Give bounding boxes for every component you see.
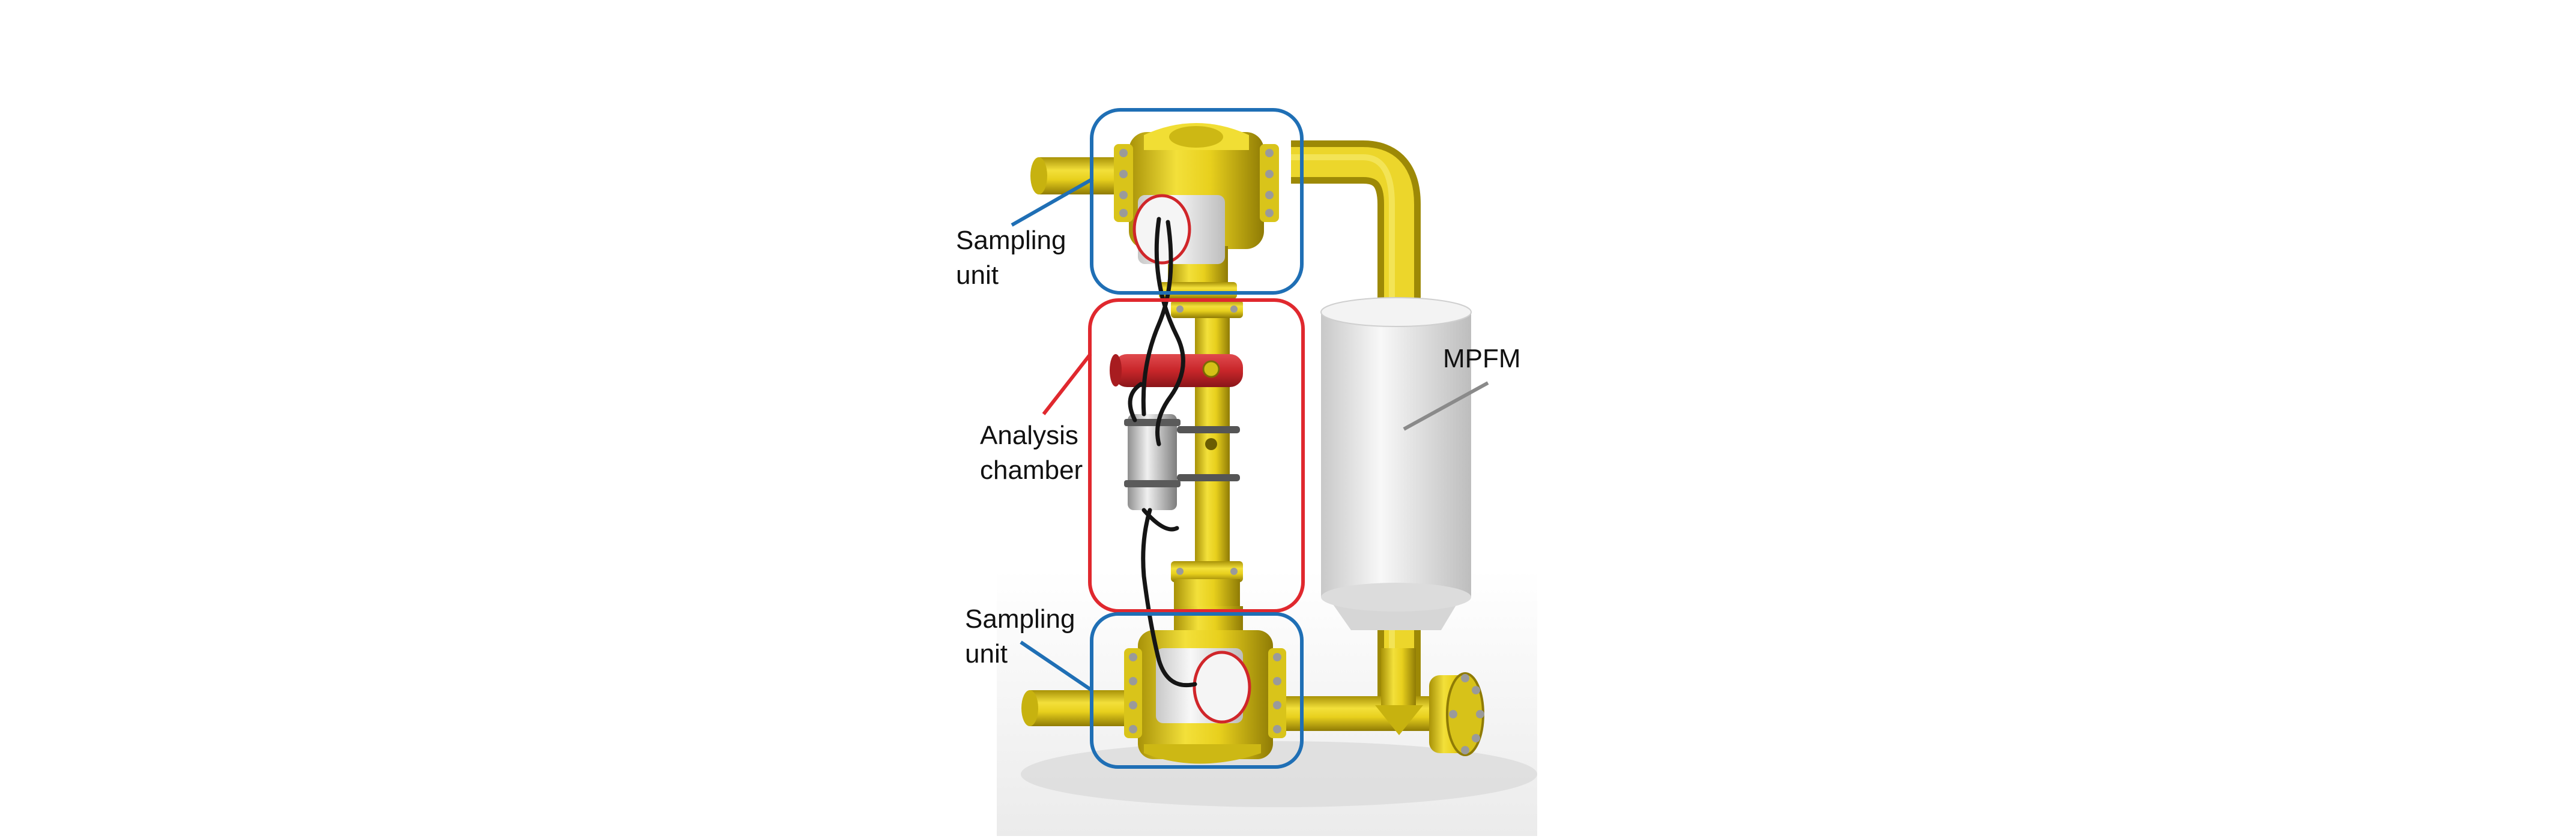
mpfm-body <box>1320 297 1472 630</box>
leader-sampling-top <box>1011 177 1094 227</box>
sampling-unit-bottom-box <box>1090 612 1304 769</box>
label-analysis-chamber: Analysis chamber <box>980 421 1083 485</box>
red-fitting <box>1110 354 1243 387</box>
analysis-chamber-box <box>1088 298 1305 613</box>
label-sampling-unit-bottom: Sampling unit <box>965 604 1075 669</box>
leader-sampling-bottom <box>1020 640 1093 692</box>
mpfm-pipe <box>1291 140 1421 708</box>
label-sampling-unit-top: Sampling unit <box>956 226 1066 290</box>
analysis-cylinder <box>1124 414 1181 510</box>
leader-analysis <box>1042 353 1092 415</box>
cables <box>1128 217 1197 688</box>
bottom-sampling-block <box>1124 606 1286 764</box>
leader-mpfm <box>1403 381 1489 431</box>
label-mpfm: MPFM <box>1443 344 1521 373</box>
top-sampling-block <box>1114 123 1279 299</box>
central-spool <box>1171 282 1243 618</box>
sampling-unit-top-box <box>1090 108 1304 295</box>
